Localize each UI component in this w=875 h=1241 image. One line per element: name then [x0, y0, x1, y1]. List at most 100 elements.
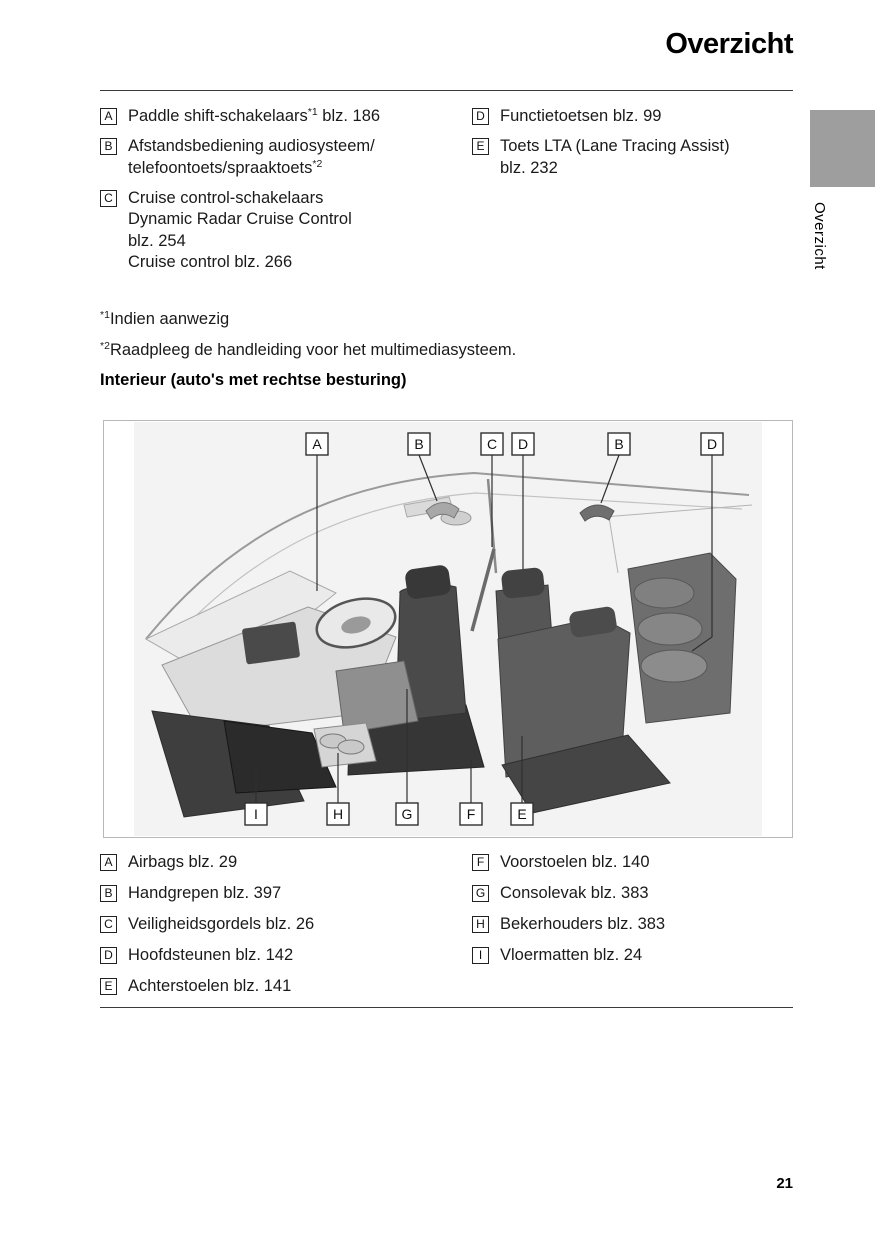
- svg-text:B: B: [614, 436, 623, 452]
- key-box: G: [472, 885, 489, 902]
- key-box: E: [472, 138, 489, 155]
- legend-item-text: Consolevak blz. 383: [500, 884, 649, 902]
- key-box: A: [100, 854, 117, 871]
- callout-b2: B: [607, 432, 631, 456]
- top-rule: [100, 90, 793, 91]
- svg-text:A: A: [312, 436, 322, 452]
- steering-wheel: [315, 597, 397, 649]
- key-box: C: [100, 189, 117, 207]
- legend-item-text: Hoofdsteunen blz. 142: [128, 946, 294, 964]
- rear-seat-bench: [497, 606, 671, 814]
- footnote-marker: *2: [312, 157, 323, 170]
- list-item-d: D Functietoetsen blz. 99: [472, 106, 802, 128]
- section-heading: Interieur (auto's met rechtse besturing): [100, 371, 407, 389]
- footnote-marker: *1: [100, 309, 110, 321]
- text-line: telefoontoets/spraaktoets*2: [128, 157, 323, 177]
- svg-text:D: D: [518, 436, 528, 452]
- list-item-text: Functietoetsen blz. 99: [500, 107, 662, 125]
- key-box: B: [100, 138, 117, 155]
- list-item-e: E Toets LTA (Lane Tracing Assist) blz. 2…: [472, 136, 802, 179]
- callout-h: H: [326, 802, 350, 826]
- legend-item-text: Vloermatten blz. 24: [500, 946, 643, 964]
- sidebar-tab-label: Overzicht: [811, 202, 828, 270]
- legend-item-voorstoelen: F Voorstoelen blz. 140: [472, 852, 802, 874]
- text-line: Toets LTA (Lane Tracing Assist): [500, 137, 730, 155]
- text-line: blz. 232: [500, 158, 558, 177]
- list-item-b: B Afstandsbediening audiosysteem/ telefo…: [100, 136, 460, 179]
- svg-text:F: F: [467, 806, 476, 822]
- legend-item-consolevak: G Consolevak blz. 383: [472, 883, 802, 905]
- multimedia-display: [242, 621, 300, 665]
- callout-g: G: [395, 802, 419, 826]
- key-box: E: [100, 978, 117, 995]
- svg-text:H: H: [333, 806, 343, 822]
- interior-figure: A B C D B: [103, 420, 793, 838]
- callout-a: A: [305, 432, 329, 456]
- footnote-2: *2Raadpleeg de handleiding voor het mult…: [100, 340, 517, 359]
- top-legend-left-column: A Paddle shift-schakelaars*1 blz. 186 B …: [100, 106, 460, 282]
- list-item-text: Paddle shift-schakelaars*1 blz. 186: [128, 106, 381, 125]
- list-item-text: Cruise control-schakelaars Dynamic Radar…: [128, 188, 460, 274]
- list-item-text: Toets LTA (Lane Tracing Assist) blz. 232: [500, 136, 802, 179]
- callout-e: E: [510, 802, 534, 826]
- bottom-legend-right-column: F Voorstoelen blz. 140 G Consolevak blz.…: [472, 852, 802, 976]
- cup-holders: [313, 722, 377, 768]
- rear-seatback-headrests: [627, 552, 737, 724]
- leader-lines: [255, 454, 713, 803]
- svg-text:D: D: [707, 436, 717, 452]
- footnote-marker: *1: [307, 106, 318, 118]
- list-item-a: A Paddle shift-schakelaars*1 blz. 186: [100, 106, 460, 128]
- page-number: 21: [776, 1175, 793, 1192]
- grab-handle-front: [425, 502, 460, 520]
- legend-item-airbags: A Airbags blz. 29: [100, 852, 460, 874]
- svg-text:C: C: [487, 436, 497, 452]
- legend-item-bekerhouders: H Bekerhouders blz. 383: [472, 914, 802, 936]
- legend-item-hoofdsteunen: D Hoofdsteunen blz. 142: [100, 945, 460, 967]
- legend-item-text: Achterstoelen blz. 141: [128, 977, 292, 995]
- text-line: Dynamic Radar Cruise Control: [128, 210, 352, 228]
- key-box: D: [100, 947, 117, 964]
- center-console: [335, 660, 419, 734]
- figure-callouts-top: A B C D B: [305, 432, 724, 456]
- callout-c: C: [480, 432, 504, 456]
- figure-callouts-bottom: I H G F E: [244, 802, 534, 826]
- grab-handle-rear: [579, 504, 615, 522]
- legend-item-veiligheidsgordels: C Veiligheidsgordels blz. 26: [100, 914, 460, 936]
- svg-text:G: G: [402, 806, 413, 822]
- legend-item-text: Veiligheidsgordels blz. 26: [128, 915, 315, 933]
- sidebar-tab-block: [810, 110, 875, 187]
- key-box: D: [472, 108, 489, 125]
- callout-d2: D: [700, 432, 724, 456]
- text-line: blz. 254: [128, 231, 186, 250]
- legend-item-text: Airbags blz. 29: [128, 853, 238, 871]
- svg-text:I: I: [254, 806, 258, 822]
- list-item-c: C Cruise control-schakelaars Dynamic Rad…: [100, 188, 460, 274]
- list-item-text: Afstandsbediening audiosysteem/ telefoon…: [128, 136, 460, 179]
- svg-text:E: E: [517, 806, 526, 822]
- interior-figure-drawing: A B C D B: [134, 422, 762, 836]
- svg-text:B: B: [414, 436, 423, 452]
- key-box: A: [100, 108, 117, 125]
- key-box: B: [100, 885, 117, 902]
- footnote-marker: *2: [100, 340, 110, 352]
- text-line: Cruise control-schakelaars: [128, 188, 324, 207]
- legend-item-handgrepen: B Handgrepen blz. 397: [100, 883, 460, 905]
- callout-b1: B: [407, 432, 431, 456]
- roof-lines: [145, 471, 753, 644]
- callout-d1: D: [511, 432, 535, 456]
- callout-f: F: [459, 802, 483, 826]
- legend-item-text: Handgrepen blz. 397: [128, 884, 282, 902]
- bottom-legend-left-column: A Airbags blz. 29 B Handgrepen blz. 397 …: [100, 852, 460, 1007]
- top-legend-right-column: D Functietoetsen blz. 99 E Toets LTA (La…: [472, 106, 802, 188]
- key-box: C: [100, 916, 117, 933]
- text-line: Afstandsbediening audiosysteem/: [128, 137, 375, 155]
- callout-i: I: [244, 802, 268, 826]
- key-box: F: [472, 854, 489, 871]
- legend-item-text: Bekerhouders blz. 383: [500, 915, 666, 933]
- key-box: H: [472, 916, 489, 933]
- key-box: I: [472, 947, 489, 964]
- legend-item-vloermatten: I Vloermatten blz. 24: [472, 945, 802, 967]
- footnote-1: *1Indien aanwezig: [100, 309, 230, 328]
- page-title: Overzicht: [665, 28, 793, 60]
